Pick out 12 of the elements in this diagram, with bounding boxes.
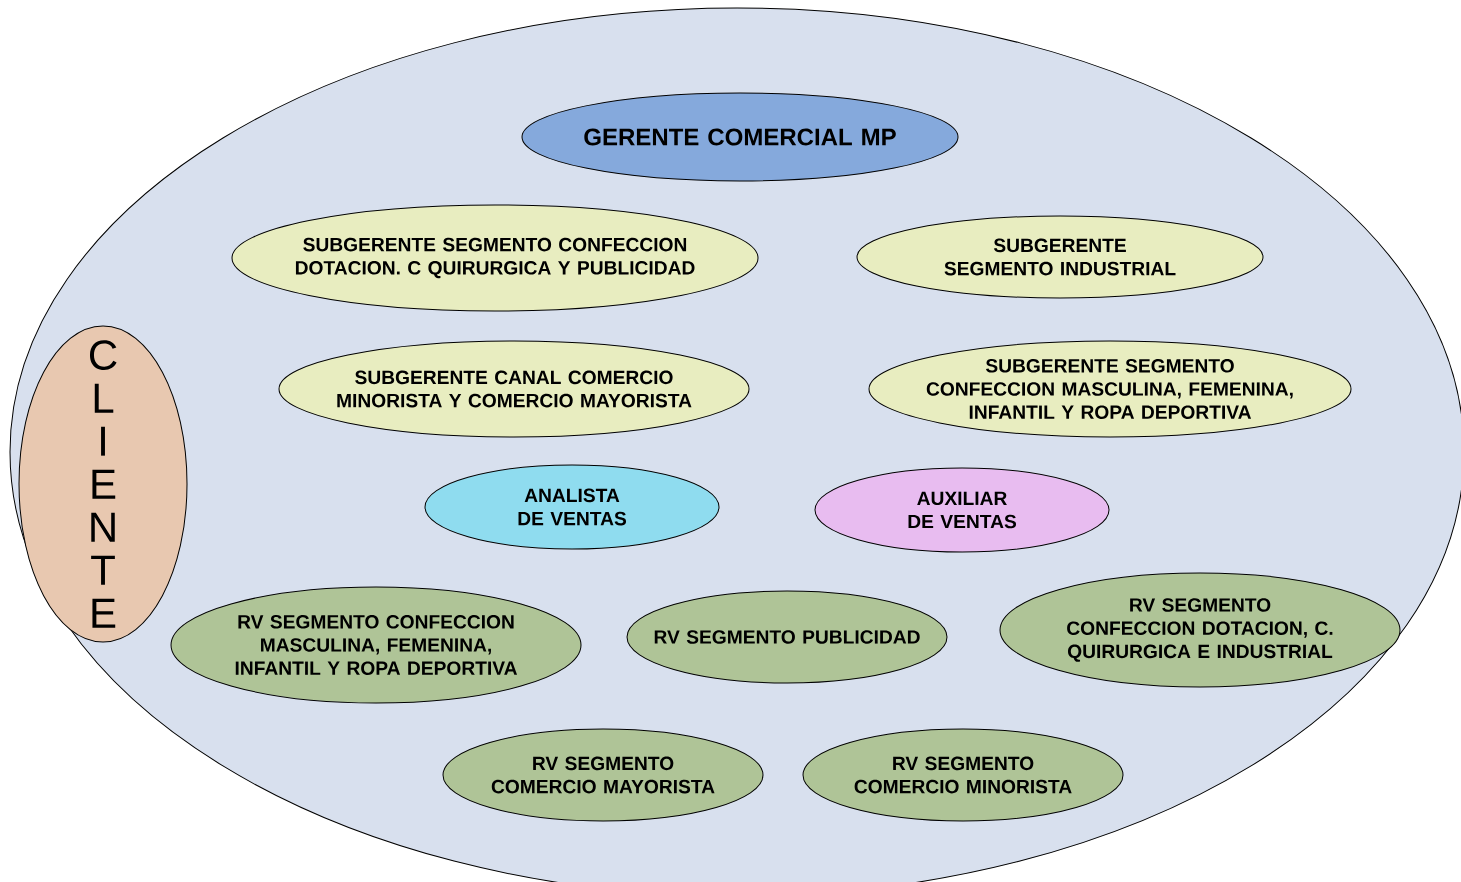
ellipse-node: AUXILIAR DE VENTAS [814,467,1110,553]
ellipse-node: SUBGERENTE CANAL COMERCIO MINORISTA Y COMERCIO MAYORISTA [278,340,750,438]
ellipse-node: SUBGERENTE SEGMENTO CONFECCION DOTACION. C QUIRURGICA Y PUBLICIDAD [231,204,759,312]
ellipse-node: RV SEGMENTO CONFECCION MASCULINA, FEMENINA, INFANTIL Y ROPA DEPORTIVA [170,586,582,704]
ellipse-node: RV SEGMENTO COMERCIO MINORISTA [802,728,1124,822]
ellipse-node: SUBGERENTE SEGMENTO INDUSTRIAL [856,215,1264,299]
ellipse-node: RV SEGMENTO COMERCIO MAYORISTA [442,728,764,822]
ellipse-node: ANALISTA DE VENTAS [424,464,720,550]
ellipse-node: RV SEGMENTO CONFECCION DOTACION, C. QUIRURGICA E INDUSTRIAL [999,572,1401,688]
ellipse-node: GERENTE COMERCIAL MP [521,92,959,182]
ellipse-node: SUBGERENTE SEGMENTO CONFECCION MASCULINA, FEMENINA, INFANTIL Y ROPA DEPORTIVA [868,340,1352,438]
ellipse-node: RV SEGMENTO PUBLICIDAD [626,590,948,684]
